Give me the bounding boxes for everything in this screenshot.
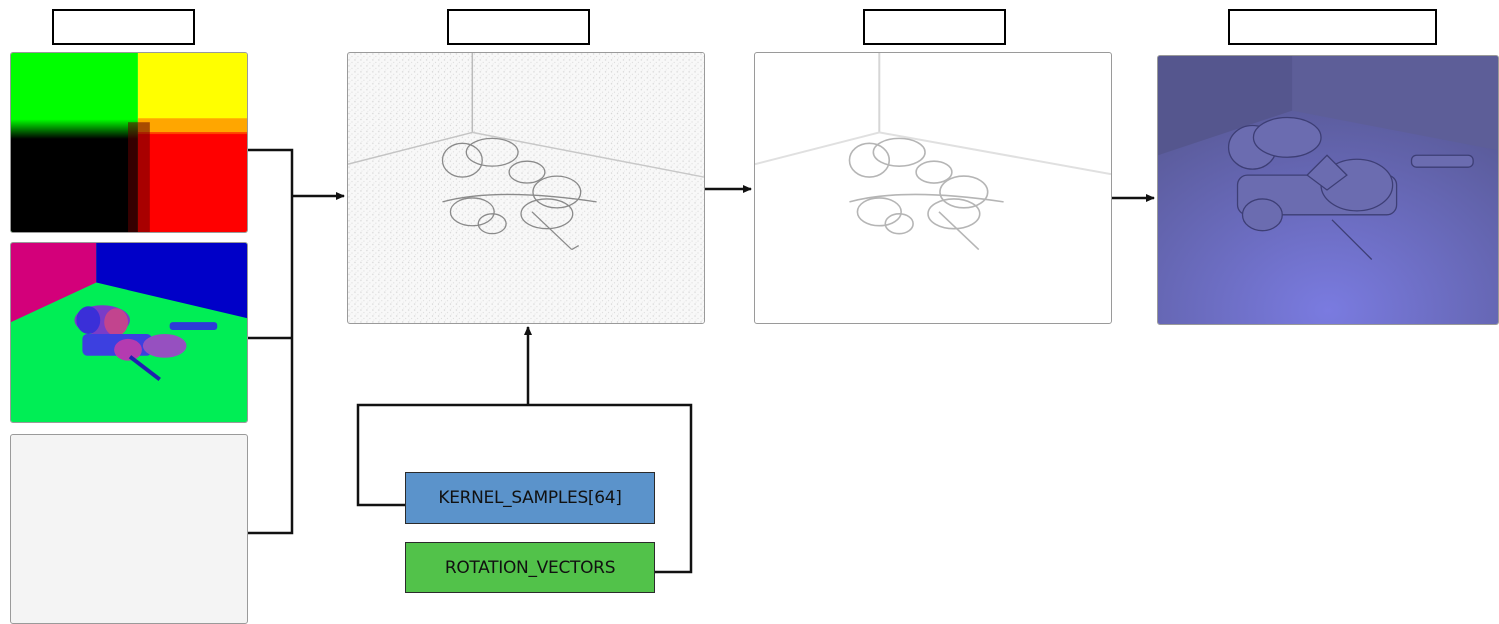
inputs-bus-line xyxy=(248,148,294,535)
rotation-vectors-box: ROTATION_VECTORS xyxy=(405,542,655,593)
lit-result-image xyxy=(1157,55,1499,325)
stage-label-ssao xyxy=(447,9,590,45)
stage-label-inputs xyxy=(52,9,195,45)
stage-label-blur xyxy=(863,9,1006,45)
normal-buffer-image xyxy=(10,242,248,423)
kernel-rotation-loop xyxy=(356,403,693,574)
ssao-blur-image xyxy=(754,52,1112,324)
position-buffer-image xyxy=(10,52,248,233)
blank-buffer-image xyxy=(10,434,248,624)
stage-label-lighting xyxy=(1228,9,1437,45)
normal-object xyxy=(74,305,218,382)
kernel-samples-box: KERNEL_SAMPLES[64] xyxy=(405,472,655,524)
ssao-raw-image xyxy=(347,52,705,324)
